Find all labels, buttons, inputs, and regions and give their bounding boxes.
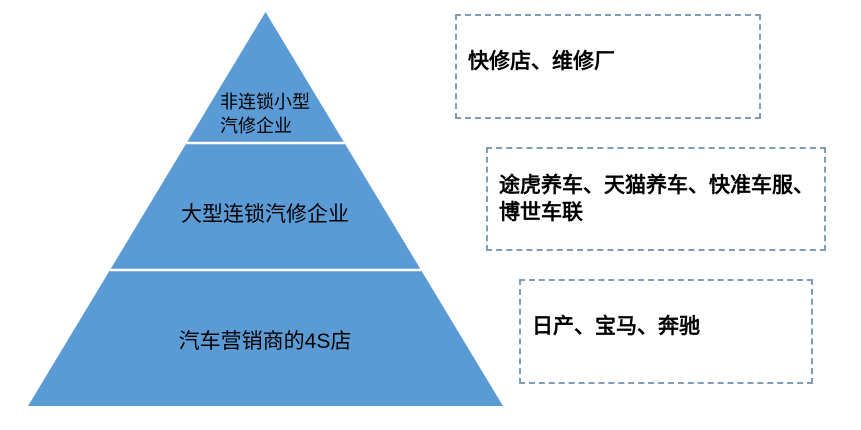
callout-box-1: 快修店、维修厂 xyxy=(455,14,761,119)
callout-box-2: 途虎养车、天猫养车、快准车服、 博世车联 xyxy=(486,147,826,251)
pyramid-tier-1-label: 非连锁小型 汽修企业 xyxy=(220,92,310,136)
callout-box-1-text: 快修店、维修厂 xyxy=(468,50,615,73)
pyramid-shape xyxy=(28,12,503,406)
callout-box-3: 日产、宝马、奔驰 xyxy=(519,279,813,384)
pyramid-graphic xyxy=(28,12,503,406)
callout-box-2-text: 途虎养车、天猫养车、快准车服、 博世车联 xyxy=(499,174,814,224)
callout-box-3-text: 日产、宝马、奔驰 xyxy=(532,315,700,338)
pyramid-tier-3-label: 汽车营销商的4S店 xyxy=(178,330,352,353)
pyramid-tier-2-label: 大型连锁汽修企业 xyxy=(181,203,349,226)
